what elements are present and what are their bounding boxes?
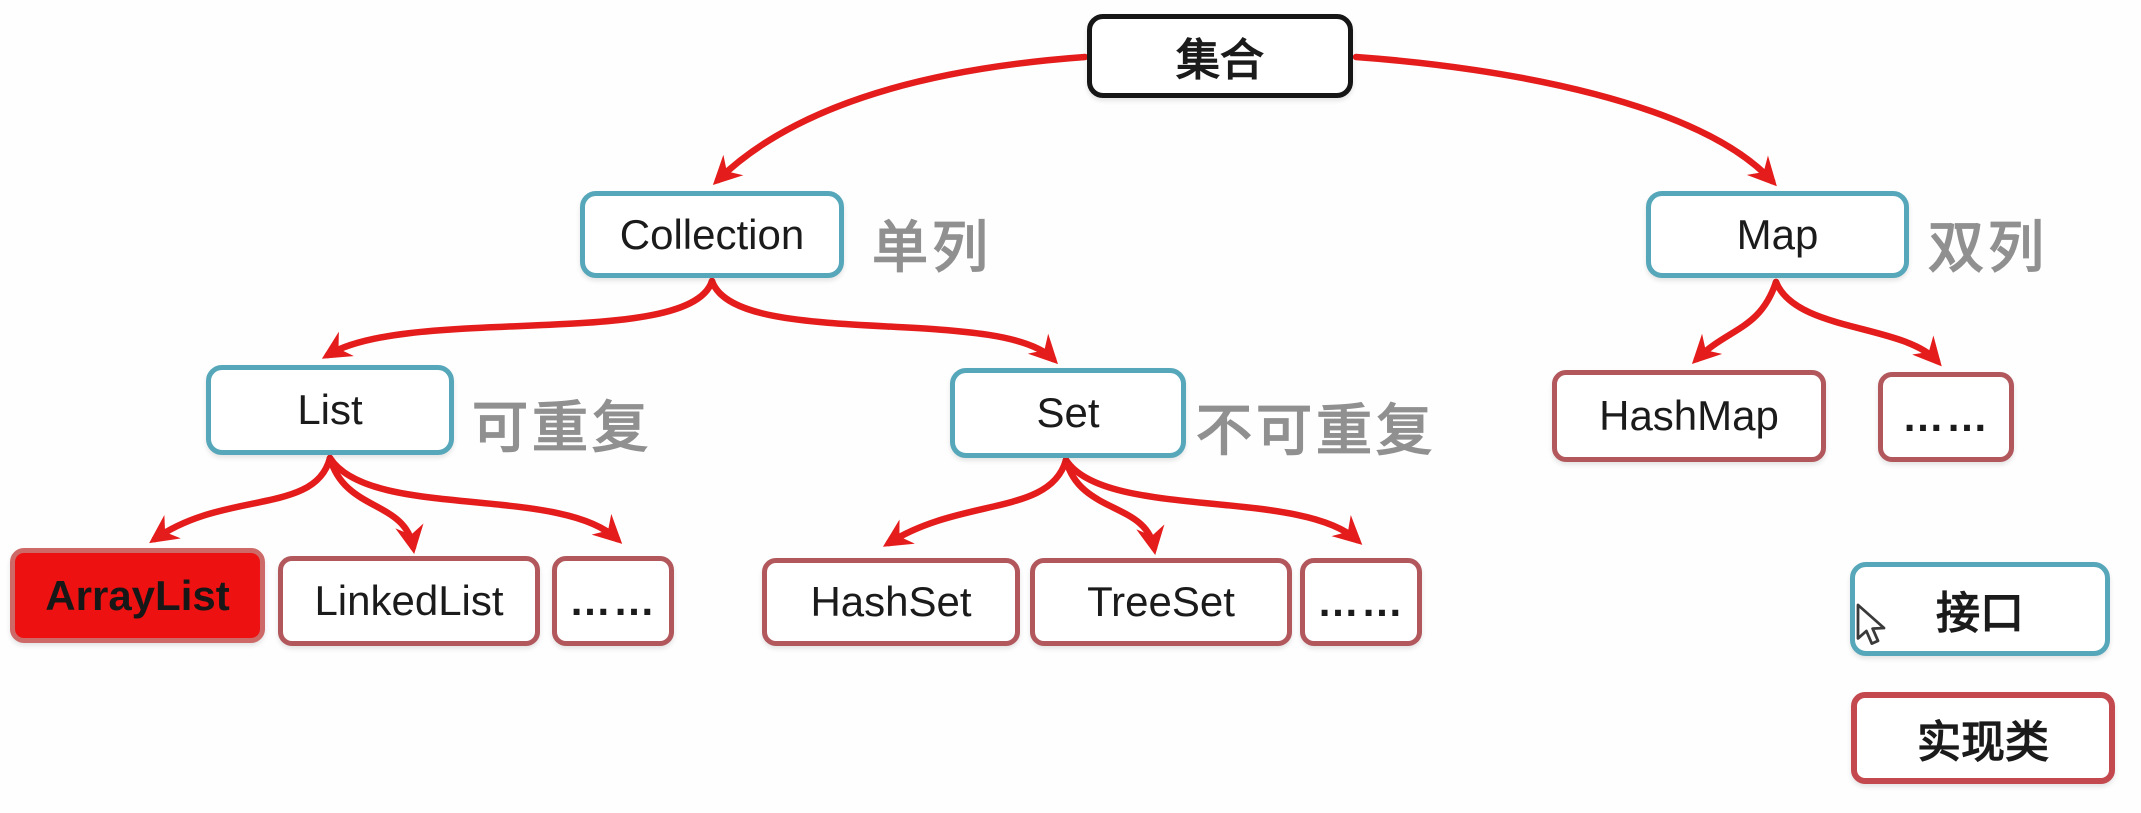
annotation-list: 可重复 [472,396,652,459]
node-set-more: …… [1300,558,1422,646]
edge-set-treeset [1062,456,1165,556]
node-list-more: …… [552,556,674,646]
annotation-collection: 单列 [872,216,992,279]
node-hashmap: HashMap [1552,370,1826,462]
edge-set-more [1062,456,1363,545]
edge-collection-set [708,277,1059,365]
node-treeset: TreeSet [1030,558,1292,646]
edge-root-map [1352,53,1777,187]
edge-map-hashmap [1691,278,1780,365]
legend-interface-box: 接口 [1850,562,2110,656]
node-map-more: …… [1878,372,2014,462]
annotation-set: 不可重复 [1196,399,1436,462]
node-arraylist: ArrayList [10,548,265,643]
edge-list-arraylist [149,454,334,544]
edge-set-hashset [882,456,1070,547]
edge-collection-list [321,277,716,359]
edge-map-more [1772,278,1942,367]
edge-root-collection [712,53,1089,185]
annotation-map: 双列 [1928,216,2048,279]
node-set: Set [950,368,1186,458]
node-hashset: HashSet [762,558,1020,646]
legend-implementation-box: 实现类 [1851,692,2115,784]
node-linkedlist: LinkedList [278,556,540,646]
edge-list-linkedlist [326,454,424,555]
node-root: 集合 [1087,14,1353,98]
edge-list-more [326,454,623,544]
mouse-cursor [1856,603,1886,645]
node-map: Map [1646,191,1909,278]
node-list: List [206,365,454,455]
node-collection: Collection [580,191,844,278]
